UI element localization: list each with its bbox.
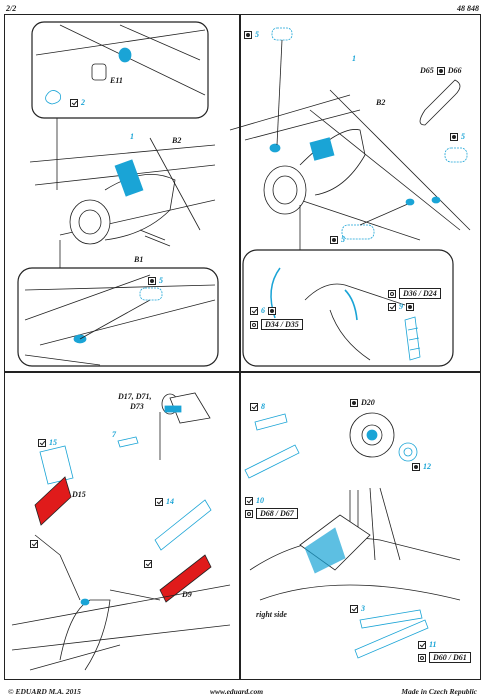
star-icon [250,320,258,329]
panel-bottom-left-frame [4,372,240,680]
part-label-d15: D15 [72,490,86,499]
moon-icon [330,235,338,244]
moon-icon [148,276,156,285]
check-icon [245,496,253,505]
product-code: 48 848 [457,4,479,13]
moon-icon [406,302,414,311]
panel-top-left-frame [4,14,240,372]
part-ref-5-top: 5 [244,30,259,39]
part-ref-d20: D20 [350,398,375,407]
moon-icon [412,462,420,471]
footer-website[interactable]: www.eduard.com [210,687,264,696]
page-number: 2/2 [6,4,17,13]
part-ref-9: 9 [388,302,414,311]
part-ref-5-lower: 5 [330,235,345,244]
part-ref-d60-d61: D60 / D61 [418,652,471,663]
check-icon [30,540,38,548]
footer-copyright: © EDUARD M.A. 2015 [8,687,81,696]
part-ref-d36-d24: D36 / D24 [388,288,441,299]
part-ref-14: 14 [155,497,174,506]
check-icon [144,560,152,568]
part-ref-10: 10 [245,496,264,505]
part-label-7: 7 [112,430,116,439]
part-label-b1: B1 [134,255,144,264]
part-ref-12: 12 [412,462,431,471]
part-label-b2: B2 [172,136,182,145]
check-icon [155,497,163,506]
moon-icon [268,306,276,315]
part-ref-2: 2 [70,98,85,107]
part-ref-3: 3 [350,604,365,613]
moon-icon [436,66,445,75]
moon-icon [450,132,458,141]
check-icon [250,306,258,315]
check-icon [70,98,78,107]
check-icon [250,402,258,411]
moon-icon [244,30,252,39]
part-ref-d68-d67: D68 / D67 [245,508,298,519]
check-icon [418,640,426,649]
star-icon [388,289,396,298]
part-label-right-side: right side [256,610,287,619]
moon-icon [350,398,358,407]
part-label-d17-d71: D17, D71, [118,392,152,401]
panel-bottom-right-frame [240,372,481,680]
part-ref-5-inset: 5 [148,276,163,285]
footer-origin: Made in Czech Republic [401,687,477,696]
part-label-d73: D73 [130,402,144,411]
check-icon [350,604,358,613]
part-ref-5-right: 5 [450,132,465,141]
part-label-1: 1 [130,132,134,141]
part-label-e11: E11 [110,76,123,85]
star-icon [245,509,253,518]
star-icon [418,653,426,662]
part-label-d9: D9 [182,590,192,599]
check-icon [388,302,396,311]
part-ref-6: 6 [250,306,276,315]
part-label-1-right: 1 [352,54,356,63]
part-ref-8: 8 [250,402,265,411]
panel-top-right-frame [240,14,481,372]
part-ref-11: 11 [418,640,437,649]
check-icon [38,438,46,447]
part-ref-d65-d66: D65 D66 [420,66,462,75]
part-label-b2-right: B2 [376,98,386,107]
part-ref-15: 15 [38,438,57,447]
part-ref-d34-d35: D34 / D35 [250,319,303,330]
